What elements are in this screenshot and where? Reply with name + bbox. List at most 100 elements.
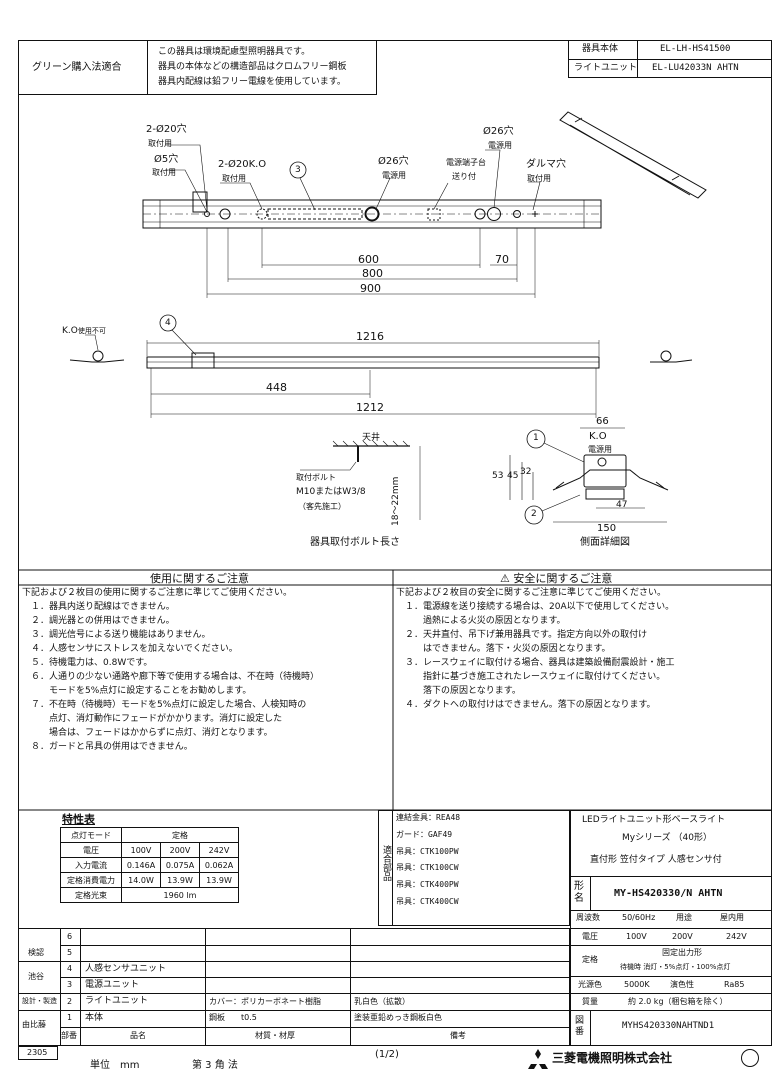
accessory-item: 吊具：CTK400CW [396,897,459,906]
spec-mode-value: 定格 [121,827,239,843]
circle-mark-icon [741,1049,759,1067]
parts-table [18,928,570,1046]
k0-use: 取付用 [222,174,246,183]
safety-line: １．電源線を送り接続する場合は、20A以下で使用してください。 [396,602,675,612]
footer-page: (1/2) [375,1049,399,1060]
hole20-label: 2-Ø20穴 [146,124,187,135]
bolt-label-1: 取付ボルト [296,473,336,482]
daruma-use: 取付用 [527,174,551,183]
part-no: 4 [67,964,73,973]
product-desc-3: 直付形 笠付タイプ 人感センサ付 [590,855,722,865]
usage-line: １．器具内送り配線はできません。 [22,602,175,612]
hdr-name: 品名 [130,1031,146,1040]
spec-voltage: 242V [199,842,239,858]
parts-row-line [60,1027,570,1028]
company-logo-icon [527,1049,549,1069]
product-line [570,993,772,994]
use-value: 屋内用 [720,913,744,922]
detail-power: 電源用 [588,445,612,454]
spec-flux-label: 定格光束 [60,887,122,903]
part-no: 2 [67,997,73,1006]
accessory-item: 吊具：CTK100PW [396,847,459,856]
rating-1: 固定出力形 [662,948,702,957]
accessory-item: ガード：GAF49 [396,830,453,839]
volt-value: 200V [672,932,693,941]
product-desc-1: LEDライトユニット形ベースライト [582,815,726,825]
part-material: 鋼板 t0.5 [209,1013,257,1022]
product-line [570,1010,772,1011]
spec-table: 点灯モード 定格 電圧 100V 200V 242V 入力電流 0.146A 0… [60,827,239,903]
company-name: 三菱電機照明株式会社 [552,1051,673,1065]
dim-70: 70 [495,253,509,266]
drawing-divider [590,1010,591,1046]
safety-line: 下記および２枚目の安全に関するご注意に準じてご使用ください。 [396,588,667,598]
body-value: EL-LH-HS41500 [660,44,731,54]
part-no: 5 [67,948,73,957]
dim-1212: 1212 [356,401,384,414]
spec-voltage: 200V [160,842,200,858]
color-label: 光源色 [578,980,602,989]
callout-1: 1 [533,433,539,443]
part-no: 6 [67,932,73,941]
hole20-use: 取付用 [148,139,172,148]
side-row-line [18,1010,60,1011]
hole5-use: 取付用 [152,168,176,177]
usage-line: モードを5%点灯に設定することをお勧めします。 [22,686,252,696]
dim-45: 45 [507,471,519,481]
side-k0-label: K.O使用不可 [62,326,106,336]
parts-row-line [60,945,570,946]
side-row-line [18,961,60,962]
bolt-length: 18～22mm [391,476,401,526]
body-label: 器具本体 [582,44,619,54]
usage-line: ８．ガードと吊具の併用はできません。 [22,742,193,752]
part-note: 塗装亜鉛めっき鋼板白色 [354,1013,442,1022]
safety-line: 過熱による火災の原因となります。 [396,616,566,626]
spec-power: 13.9W [160,872,200,888]
usage-line: ５．待機電力は、0.8Wです。 [22,658,153,668]
callout-3: 3 [295,165,301,175]
hdr-material: 材質・材厚 [255,1031,295,1040]
hole26a-use: 電源用 [382,171,406,180]
spec-current: 0.062A [199,857,239,873]
dim-66: 66 [596,416,609,427]
part-no: 1 [67,1013,73,1022]
product-line [570,945,772,946]
cri-label: 演色性 [670,980,694,989]
parts-row-line [60,977,570,978]
bolt-label-2: M10またはW3/8 [296,487,366,497]
dim-32: 32 [520,467,532,477]
spec-voltage-label: 電圧 [60,842,122,858]
dim-900: 900 [360,282,381,295]
unit-value: EL-LU42033N AHTN [652,63,739,73]
color-value: 5000K [624,980,650,989]
fixture-info-divider [568,59,772,60]
spec-flux: 1960 lm [121,887,239,903]
model-label: 形名 [574,881,584,904]
spec-current: 0.075A [160,857,200,873]
safety-line: ３．レースウェイに取付ける場合、器具は建築設備耐震設計・施工 [396,658,675,668]
callout-2: 2 [531,509,537,519]
parts-col [350,928,351,1046]
side-row-line [18,993,60,994]
accessory-item: 吊具：CTK400PW [396,880,459,889]
usage-line: 場合は、フェードはかからずに点灯、消灯となります。 [22,728,273,738]
green-note-2: 器具の本体などの構造部品はクロムフリー鋼板 [158,62,347,72]
detail-k0: K.O [589,431,607,442]
product-line [570,976,772,977]
dim-150: 150 [597,523,617,534]
safety-title: ⚠ 安全に関するご注意 [500,572,613,585]
use-label: 用途 [676,913,692,922]
safety-line: 落下の原因となります。 [396,686,521,696]
spec-power: 13.9W [199,872,239,888]
hdr-no: 部番 [61,1031,77,1040]
rating-2: 待機時 消灯・5%点灯・100%点灯 [620,963,731,971]
part-material: カバー：ポリカーボネート樹脂 [209,997,321,1006]
parts-row-line [60,1010,570,1011]
usage-line: 点灯、消灯動作にフェードがかかります。消灯に設定した [22,714,283,724]
design-label: 設計・製造 [22,997,57,1005]
spec-title: 特性表 [62,813,95,826]
product-line [570,910,772,911]
freq-value: 50/60Hz [622,913,656,922]
terminal-use: 送り付 [452,172,476,181]
accessory-item: 吊具：CTK100CW [396,863,459,872]
